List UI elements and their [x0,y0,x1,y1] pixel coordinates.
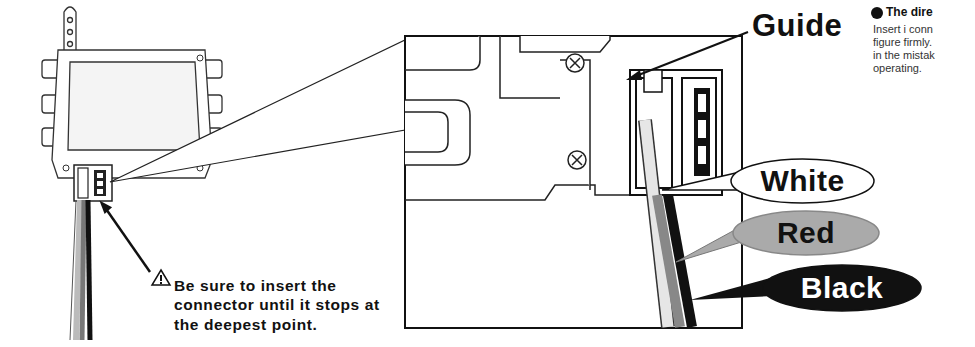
color-bubble: White [730,158,875,204]
warning-note: Be sure to insert the connector until it… [174,276,402,334]
section-heading: The dire [886,5,933,19]
bubble-text: Black [801,271,884,305]
note-line: operating. [873,62,922,74]
part-label: Guide [752,8,842,44]
note-line: figure firmly. [873,36,932,48]
note-line: in the mistak [873,49,935,61]
note-line: Insert i conn [873,23,933,35]
bubble-text: Red [777,216,835,250]
color-bubble: Red [732,210,880,256]
bubble-text: White [760,164,844,198]
color-bubble: Black [762,264,922,312]
